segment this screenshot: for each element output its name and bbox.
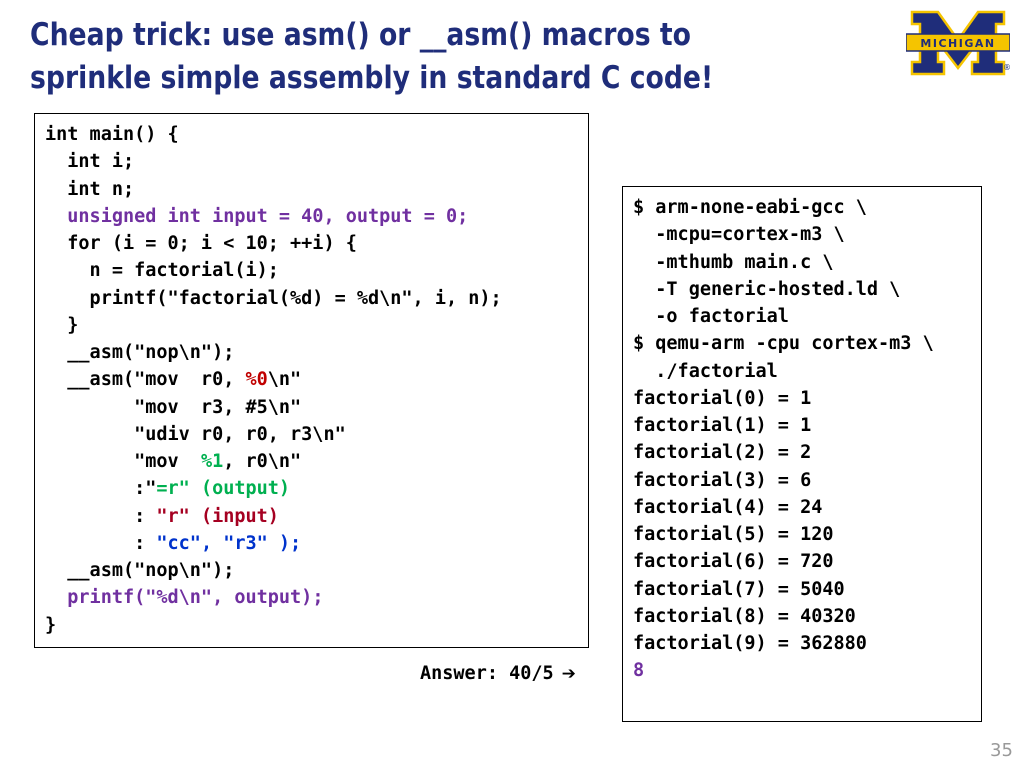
- right-arrow-icon: ➔: [561, 664, 576, 684]
- code-highlight-clobber-list: "cc", "r3" );: [156, 532, 302, 554]
- c-code-box: int main() { int i; int n; unsigned int …: [34, 113, 589, 648]
- code-line: "mov r3, #5\n": [45, 396, 302, 418]
- code-highlight-operand-0: %0: [245, 369, 268, 391]
- code-highlight-declaration: unsigned int input = 40, output = 0;: [67, 205, 469, 227]
- logo-wordmark: MICHIGAN: [920, 37, 995, 50]
- code-highlight-input-constraint: "r" (input): [156, 505, 279, 527]
- code-line: unsigned int input = 40, output = 0;: [45, 203, 502, 230]
- terminal-line: factorial(2) = 2: [633, 442, 812, 464]
- slide-title-line-2: sprinkle simple assembly in standard C c…: [30, 60, 714, 96]
- answer-callout: Answer: 40/5 ➔: [420, 660, 576, 687]
- terminal-line: $ arm-none-eabi-gcc \: [633, 197, 867, 218]
- code-text: __asm("mov r0,: [45, 369, 246, 391]
- terminal-line: -mcpu=cortex-m3 \: [633, 224, 845, 246]
- terminal-listing: $ arm-none-eabi-gcc \ -mcpu=cortex-m3 \ …: [633, 194, 934, 685]
- terminal-line: factorial(7) = 5040: [633, 578, 845, 600]
- code-line: int main() {: [45, 124, 179, 145]
- terminal-line: factorial(8) = 40320: [633, 605, 856, 627]
- code-line: }: [45, 614, 57, 636]
- code-text: \n": [267, 369, 302, 391]
- code-line: printf("%d\n", output);: [45, 584, 502, 611]
- code-line: printf("factorial(%d) = %d\n", i, n);: [45, 287, 502, 309]
- code-text: :": [45, 478, 157, 500]
- terminal-line: ./factorial: [633, 360, 778, 382]
- code-text: , r0\n": [223, 451, 302, 472]
- code-line: : "cc", "r3" );: [45, 530, 502, 557]
- code-line: }: [45, 314, 79, 336]
- code-line: for (i = 0; i < 10; ++i) {: [45, 233, 357, 254]
- code-indent: [45, 206, 67, 227]
- code-line: "udiv r0, r0, r3\n": [45, 423, 346, 445]
- code-text: "mov: [45, 451, 201, 472]
- michigan-block-m-logo: MICHIGAN: [906, 10, 1010, 76]
- terminal-output-box: $ arm-none-eabi-gcc \ -mcpu=cortex-m3 \ …: [622, 186, 982, 722]
- terminal-line: factorial(4) = 24: [633, 496, 823, 518]
- code-line: __asm("nop\n");: [45, 342, 235, 363]
- slide-title: Cheap trick: use asm() or __asm() macros…: [30, 14, 761, 100]
- code-line: n = factorial(i);: [45, 260, 279, 282]
- code-line: "mov %1, r0\n": [45, 448, 502, 475]
- code-highlight-output-constraint: =r" (output): [156, 478, 291, 500]
- trademark-mark: ®: [1003, 63, 1011, 72]
- code-indent: [45, 587, 67, 608]
- terminal-line: -o factorial: [633, 306, 789, 327]
- terminal-line: $ qemu-arm -cpu cortex-m3 \: [633, 333, 934, 355]
- code-line: : "r" (input): [45, 503, 502, 530]
- c-code-listing: int main() { int i; int n; unsigned int …: [45, 121, 502, 639]
- terminal-line: factorial(3) = 6: [633, 469, 812, 491]
- terminal-line: -mthumb main.c \: [633, 251, 834, 273]
- terminal-line: factorial(1) = 1: [633, 415, 812, 436]
- terminal-final-output: 8: [633, 660, 645, 682]
- terminal-line: factorial(5) = 120: [633, 524, 834, 545]
- terminal-line: factorial(0) = 1: [633, 387, 812, 409]
- code-highlight-operand-1: %1: [200, 451, 224, 472]
- code-line: :"=r" (output): [45, 475, 502, 502]
- code-line: int i;: [45, 151, 135, 173]
- code-line: __asm("mov r0, %0\n": [45, 366, 502, 393]
- slide-title-line-1: Cheap trick: use asm() or __asm() macros…: [30, 17, 691, 53]
- code-text: :: [45, 532, 157, 554]
- answer-label: Answer: 40/5: [420, 663, 554, 684]
- code-text: :: [45, 505, 157, 527]
- terminal-line: factorial(9) = 362880: [633, 633, 867, 654]
- code-highlight-printf: printf("%d\n", output);: [67, 587, 324, 609]
- terminal-line: factorial(6) = 720: [633, 551, 834, 573]
- terminal-line: -T generic-hosted.ld \: [633, 278, 901, 300]
- code-line: int n;: [45, 178, 135, 200]
- code-line: __asm("nop\n");: [45, 560, 235, 581]
- page-number: 35: [990, 740, 1013, 761]
